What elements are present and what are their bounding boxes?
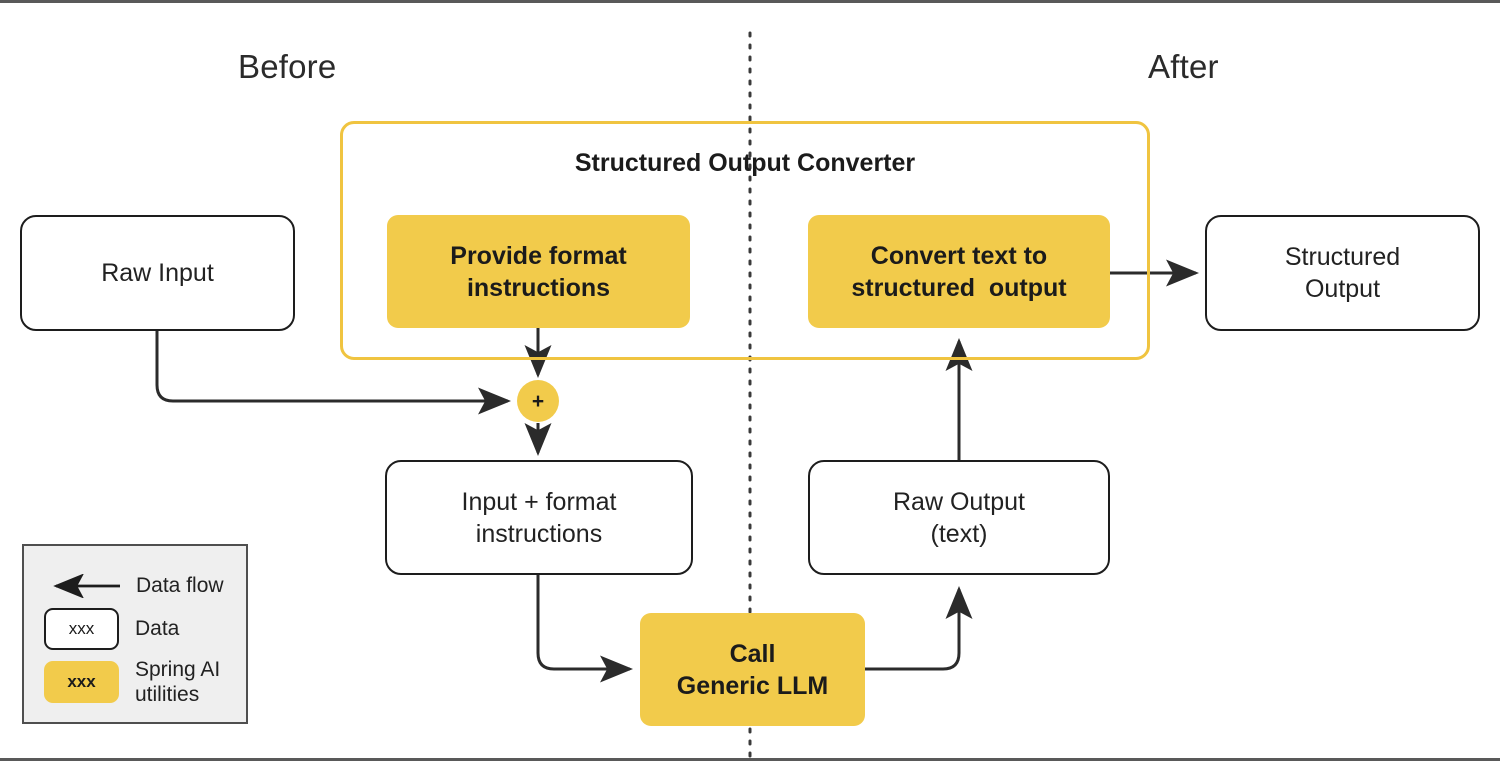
legend-panel: Data flow xxx Data xxx Spring AI utiliti… [22, 544, 248, 724]
connector-callllm-to-rawoutput [865, 586, 973, 671]
node-call-generic-llm[interactable]: Call Generic LLM [640, 613, 865, 726]
data-flow-arrow-icon [53, 574, 120, 598]
legend-label-spring-ai-utilities: Spring AI utilities [135, 657, 220, 707]
legend-chip-spring-ai-utilities: xxx [44, 661, 119, 703]
header-after: After [1148, 48, 1219, 85]
node-raw-input[interactable]: Raw Input [20, 215, 295, 331]
node-call-llm-line1: Call [729, 639, 776, 668]
structured-output-converter-container [340, 121, 1150, 360]
merge-plus-node: + [517, 380, 559, 422]
legend-label-data: Data [135, 617, 180, 641]
legend-item-spring-ai-utilities: xxx Spring AI utilities [44, 657, 244, 707]
node-provide-format-line2: instructions [466, 273, 611, 302]
legend-item-data: xxx Data [44, 606, 234, 652]
node-provide-format-instructions[interactable]: Provide format instructions [387, 215, 690, 328]
node-structured-output-line1: Structured [1284, 243, 1401, 271]
node-input-plus-format-instructions[interactable]: Input + format instructions [385, 460, 693, 575]
node-input-format-line1: Input + format [461, 487, 617, 516]
header-before: Before [238, 48, 337, 85]
converter-title: Structured Output Converter [574, 149, 916, 177]
legend-label-data-flow: Data flow [136, 574, 224, 598]
legend-chip-data: xxx [44, 608, 119, 650]
node-convert-text-line1: Convert text to [870, 241, 1048, 270]
node-structured-output[interactable]: Structured Output [1205, 215, 1480, 331]
node-raw-output-line2: (text) [930, 519, 988, 548]
node-convert-text-line2: structured output [851, 273, 1067, 302]
node-structured-output-line2: Output [1304, 275, 1381, 303]
node-call-llm-line2: Generic LLM [676, 671, 829, 700]
node-input-format-line2: instructions [475, 519, 603, 548]
node-raw-output-line1: Raw Output [892, 487, 1025, 516]
legend-label-spring-ai-line1: Spring AI [135, 657, 221, 681]
legend-item-data-flow: Data flow [44, 566, 234, 606]
node-convert-text-to-structured-output[interactable]: Convert text to structured output [808, 215, 1110, 328]
node-provide-format-line1: Provide format [450, 241, 627, 270]
legend-label-spring-ai-line2: utilities [135, 683, 200, 706]
connector-inputformat-to-callllm [536, 575, 633, 683]
node-raw-output[interactable]: Raw Output (text) [808, 460, 1110, 575]
